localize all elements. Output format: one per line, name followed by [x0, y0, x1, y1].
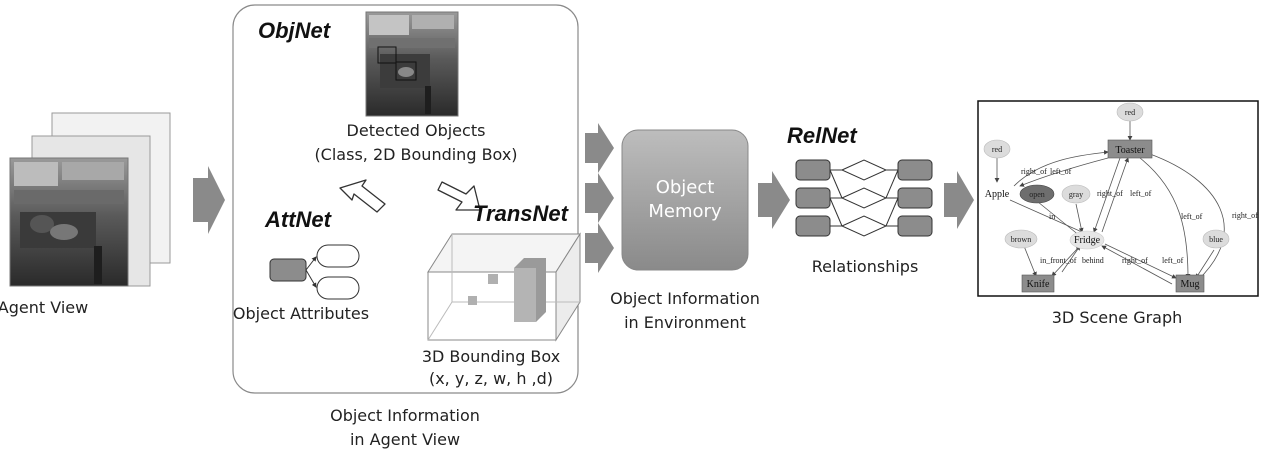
bounding-box-sublabel: (x, y, z, w, h ,d) — [429, 369, 553, 388]
node-mug: Mug — [1181, 279, 1200, 290]
edge-label-left-of-4: left_of — [1162, 256, 1184, 265]
agent-info-caption-2: in Agent View — [350, 430, 460, 449]
node-gray: gray — [1069, 190, 1083, 199]
node-red-top: red — [1125, 108, 1135, 117]
relationships-diagram — [795, 159, 933, 237]
node-brown: brown — [1011, 235, 1031, 244]
scene-graph-label: 3D Scene Graph — [1052, 308, 1183, 327]
arrow-to-relnet — [758, 171, 790, 229]
arrow-to-transnet — [437, 181, 481, 211]
bounding-box-cube — [427, 232, 581, 342]
arrow-to-objnet — [193, 166, 225, 234]
edge-label-behind: behind — [1082, 256, 1104, 265]
attribute-diagram — [269, 244, 360, 300]
scene-graph-nodes: red Toaster red Apple open gray Fridge b… — [983, 102, 1230, 293]
edge-label-left-of: left_of — [1050, 167, 1072, 176]
bounding-box-label: 3D Bounding Box — [422, 347, 560, 366]
detected-objects-image — [365, 11, 459, 117]
memory-caption-2: in Environment — [624, 313, 746, 332]
attnet-title: AttNet — [264, 207, 333, 232]
node-apple: Apple — [985, 189, 1010, 200]
node-blue: blue — [1209, 235, 1223, 244]
transnet-title: TransNet — [473, 201, 570, 226]
arrow-to-attnet — [339, 179, 386, 213]
detected-objects-sublabel: (Class, 2D Bounding Box) — [314, 145, 517, 164]
arrow-to-scene-graph — [944, 171, 974, 229]
edge-label-left-of-3: left_of — [1181, 212, 1203, 221]
node-toaster: Toaster — [1115, 145, 1145, 156]
node-red-left: red — [992, 145, 1002, 154]
agent-view-image — [9, 157, 129, 287]
node-fridge: Fridge — [1074, 235, 1101, 246]
arrow-to-memory-2 — [585, 173, 614, 223]
detected-objects-label: Detected Objects — [347, 121, 486, 140]
memory-caption: Object Information — [610, 289, 760, 308]
relationships-label: Relationships — [812, 257, 919, 276]
edge-label-in: in — [1049, 212, 1055, 221]
node-knife: Knife — [1027, 279, 1050, 290]
edge-label-right-of-4: right_of — [1122, 256, 1148, 265]
agent-view-stack — [9, 112, 171, 287]
agent-view-label: Agent View — [0, 298, 88, 317]
arrow-to-memory-3 — [585, 223, 614, 273]
edge-label-right-of-2: right_of — [1097, 189, 1123, 198]
relnet-title: RelNet — [787, 123, 858, 148]
object-memory-label-2: Memory — [648, 201, 722, 222]
objnet-title: ObjNet — [258, 18, 332, 43]
edge-label-in-front-of: in_front_of — [1040, 256, 1077, 265]
arrow-to-memory-1 — [585, 123, 614, 173]
object-memory-box — [621, 129, 749, 271]
edge-label-left-of-2: left_of — [1130, 189, 1152, 198]
edge-label-right-of: right_of — [1021, 167, 1047, 176]
scene-graph-edge-labels: right_of left_of in right_of left_of lef… — [1021, 167, 1258, 265]
object-memory-label: Object — [656, 177, 715, 198]
node-open: open — [1029, 190, 1045, 199]
agent-info-caption: Object Information — [330, 406, 480, 425]
scene-graph-edges — [994, 121, 1225, 285]
object-attributes-label: Object Attributes — [233, 304, 369, 323]
scene-graph-frame — [977, 100, 1259, 297]
edge-label-right-of-3: right_of — [1232, 211, 1258, 220]
